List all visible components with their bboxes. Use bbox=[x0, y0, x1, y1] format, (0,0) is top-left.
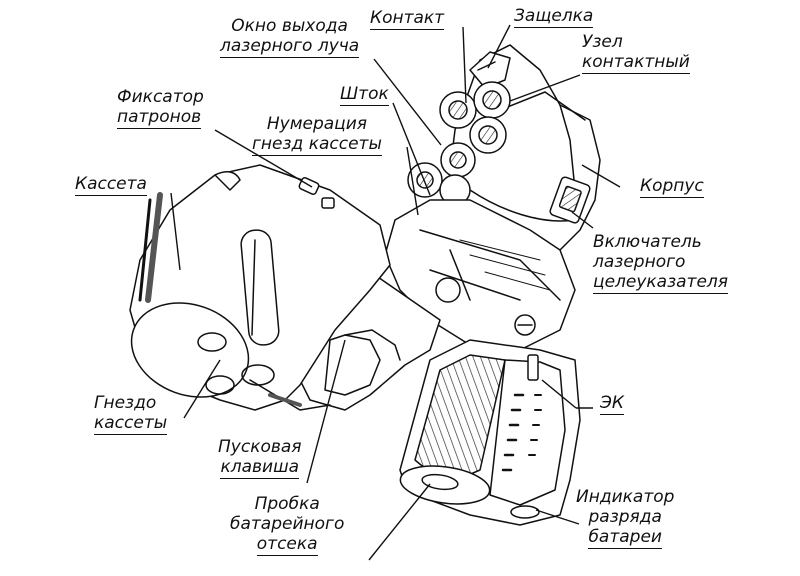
label-contact-node: Узел контактный bbox=[582, 32, 690, 74]
label-window: Окно выхода лазерного луча bbox=[220, 16, 360, 58]
label-ek: ЭК bbox=[600, 393, 624, 415]
label-cassette: Кассета bbox=[75, 174, 147, 196]
label-indicator: Индикатор разряда батареи bbox=[576, 487, 675, 549]
label-latch: Защелка bbox=[514, 6, 594, 28]
label-switch: Включатель лазерного целеуказателя bbox=[593, 232, 729, 294]
grip bbox=[399, 339, 581, 526]
leader-cassette bbox=[170, 192, 181, 271]
leader-latch bbox=[487, 24, 511, 69]
cassette bbox=[129, 164, 391, 411]
label-body: Корпус bbox=[640, 176, 704, 198]
frame-arm bbox=[384, 199, 576, 351]
leader-rod bbox=[392, 102, 431, 196]
label-socket: Гнездо кассеты bbox=[94, 393, 168, 435]
leader-contact bbox=[462, 26, 467, 104]
leader-holder bbox=[214, 129, 313, 188]
leader-ek bbox=[541, 379, 577, 409]
label-plug: Пробка батарейного отсека bbox=[230, 494, 345, 556]
leader-indicator bbox=[535, 509, 580, 525]
leader-lines bbox=[170, 24, 621, 561]
contact-discs bbox=[407, 81, 511, 206]
leader-body bbox=[581, 164, 621, 188]
leader-plug bbox=[368, 483, 431, 561]
leader-numbering bbox=[406, 146, 419, 216]
label-trigger: Пусковая клавиша bbox=[218, 437, 302, 479]
leader-window bbox=[373, 58, 442, 146]
label-contact: Контакт bbox=[370, 8, 445, 30]
leader-trigger bbox=[306, 339, 346, 484]
leader-contact-node bbox=[509, 74, 581, 102]
label-holder: Фиксатор патронов bbox=[117, 87, 204, 129]
label-numbering: Нумерация гнезд кассеты bbox=[252, 114, 382, 156]
leader-socket bbox=[183, 359, 221, 419]
label-rod: Шток bbox=[340, 84, 389, 106]
leader-switch bbox=[571, 211, 594, 229]
